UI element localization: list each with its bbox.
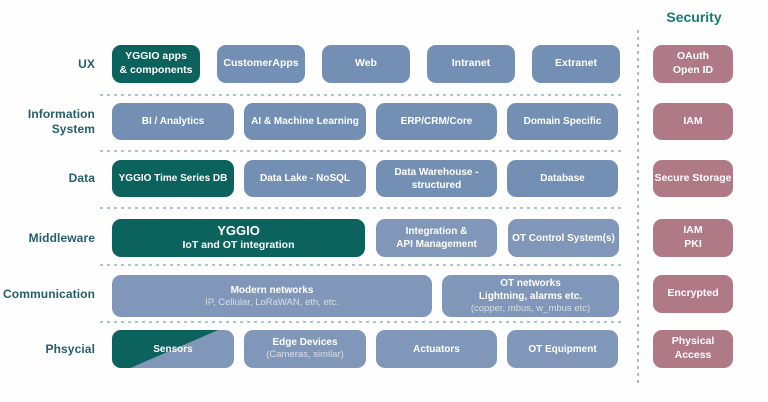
box-edge-devices: Edge Devices (Cameras, similar) (244, 330, 366, 368)
security-box-physical-access: Physical Access (653, 330, 733, 368)
box-sensors: Sensors (112, 330, 234, 368)
row-label-information-system: Information System (27, 106, 95, 136)
box-yggio-time-series-db: YGGIO Time Series DB (112, 160, 234, 197)
row-communication: Modern networks IP, Cellular, LoRaWAN, e… (112, 275, 619, 318)
box-edge-devices-title: Edge Devices (272, 337, 338, 349)
box-modern-networks-subtitle: IP, Cellular, LoRaWAN, eth, etc. (205, 296, 339, 308)
row-separator (100, 94, 622, 96)
box-actuators: Actuators (376, 330, 497, 368)
box-yggio-apps: YGGIO apps & components (112, 45, 200, 83)
box-data-lake-nosql: Data Lake - NoSQL (244, 160, 366, 197)
row-label-middleware: Middleware (28, 230, 95, 245)
box-intranet: Intranet (427, 45, 515, 83)
box-yggio-integration: YGGIO IoT and OT integration (112, 219, 365, 257)
box-extranet: Extranet (532, 45, 620, 83)
row-separator (100, 150, 622, 152)
box-ai-machine-learning: AI & Machine Learning (244, 103, 366, 140)
box-bi-analytics: BI / Analytics (112, 103, 234, 140)
box-ot-networks: OT networks Lightning, alarms etc. (copp… (442, 275, 619, 318)
security-box-oauth-openid: OAuth Open ID (653, 45, 733, 83)
box-yggio-title: YGGIO (217, 223, 260, 239)
box-erp-crm-core: ERP/CRM/Core (376, 103, 497, 140)
row-label-ux: UX (78, 56, 95, 71)
box-ot-networks-title: OT networks Lightning, alarms etc. (478, 278, 583, 302)
row-middleware: YGGIO IoT and OT integration Integration… (112, 219, 619, 257)
security-box-iam: IAM (653, 103, 733, 140)
security-box-encrypted: Encrypted (653, 275, 733, 313)
box-database: Database (507, 160, 618, 197)
box-domain-specific: Domain Specific (507, 103, 618, 140)
row-information-system: BI / Analytics AI & Machine Learning ERP… (112, 103, 618, 140)
box-ot-equipment: OT Equipment (507, 330, 618, 368)
box-modern-networks-title: Modern networks (230, 284, 314, 296)
box-sensors-label: Sensors (153, 343, 193, 355)
security-column-separator (637, 30, 639, 386)
box-web: Web (322, 45, 410, 83)
row-ux: YGGIO apps & components CustomerApps Web… (112, 45, 620, 83)
row-label-physical: Phsycial (45, 341, 95, 356)
row-separator (100, 264, 622, 266)
row-separator (100, 321, 622, 323)
security-column-title: Security (666, 9, 722, 25)
box-modern-networks: Modern networks IP, Cellular, LoRaWAN, e… (112, 275, 432, 318)
row-physical: Sensors Edge Devices (Cameras, similar) … (112, 330, 618, 368)
row-data: YGGIO Time Series DB Data Lake - NoSQL D… (112, 160, 618, 197)
row-label-communication: Communication (3, 286, 95, 301)
box-integration-api-management: Integration & API Management (376, 219, 497, 257)
box-edge-devices-subtitle: (Cameras, similar) (266, 349, 344, 361)
box-yggio-subtitle: IoT and OT integration (182, 238, 295, 251)
security-box-iam-pki: IAM PKI (653, 219, 733, 257)
security-box-secure-storage: Secure Storage (653, 160, 733, 197)
box-customerapps: CustomerApps (217, 45, 305, 83)
box-ot-control-systems: OT Control System(s) (508, 219, 619, 257)
row-label-data: Data (68, 171, 95, 185)
box-ot-networks-subtitle: (copper, mbus, w_mbus etc) (470, 303, 591, 314)
row-separator (100, 207, 622, 209)
box-data-warehouse: Data Warehouse - structured (376, 160, 497, 197)
